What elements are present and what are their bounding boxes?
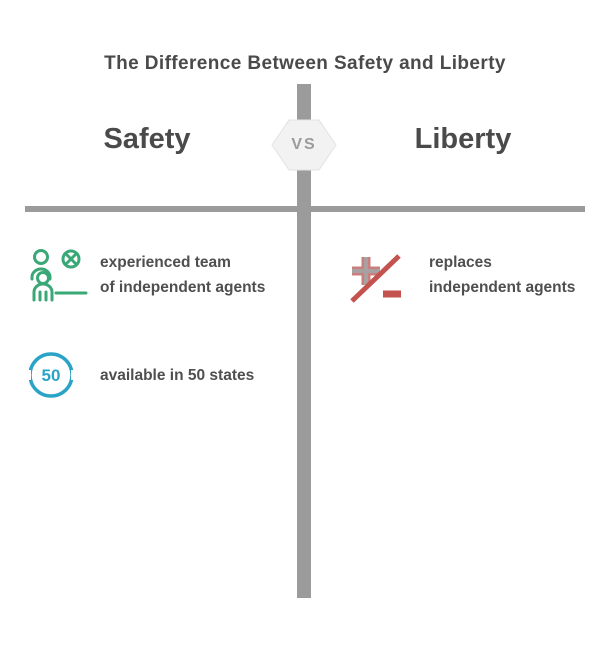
left-item-1-line-1: experienced team	[100, 254, 231, 271]
circle-50-icon: 50	[26, 351, 76, 404]
hexagon-icon	[271, 119, 337, 171]
page-title: The Difference Between Safety and Libert…	[104, 53, 506, 74]
left-column-heading: Safety	[103, 123, 191, 155]
left-item-2-text: available in 50 states	[100, 363, 254, 388]
horizontal-divider	[25, 206, 585, 212]
right-item-1-text: replaces independent agents	[429, 250, 575, 300]
circle-50-label: 50	[42, 366, 61, 385]
vs-label: VS	[291, 136, 317, 153]
vs-badge: VS	[271, 117, 337, 173]
left-item-1-line-2: of independent agents	[100, 279, 266, 296]
left-item-1-text: experienced team of independent agents	[100, 250, 265, 300]
right-item-1-line-1: replaces	[429, 254, 492, 271]
right-item-1-line-2: independent agents	[429, 279, 576, 296]
plus-minus-slash-icon	[347, 249, 405, 310]
left-item-2-line-1: available in 50 states	[100, 367, 255, 384]
people-badge-icon	[28, 247, 88, 308]
right-column-heading: Liberty	[414, 123, 512, 155]
vertical-divider	[297, 84, 311, 598]
